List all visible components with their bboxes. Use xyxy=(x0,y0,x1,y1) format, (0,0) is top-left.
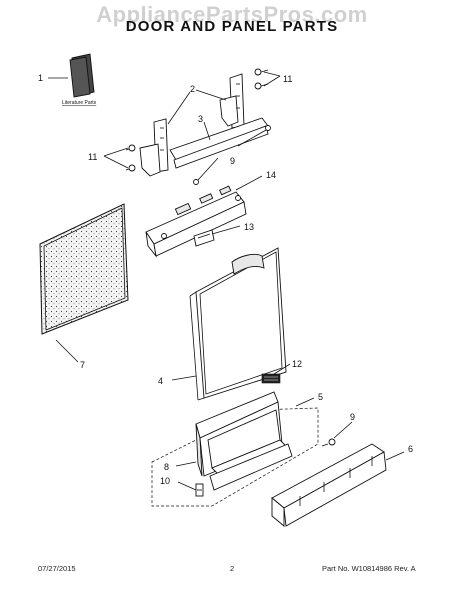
toe-panel-insulation xyxy=(195,391,293,491)
screw-group-top-right xyxy=(254,68,269,90)
leader-lines xyxy=(48,71,405,491)
callout-11-right: 11 xyxy=(283,74,292,84)
toe-panel-clip xyxy=(195,483,204,497)
footer-page-number: 2 xyxy=(230,564,235,573)
screw-group-left xyxy=(125,144,136,172)
footer-part-number: Part No. W10814986 Rev. A xyxy=(322,564,416,573)
control-console xyxy=(145,185,247,258)
callout-12: 12 xyxy=(292,359,302,369)
literature-parts-label: Literature Parts xyxy=(62,100,97,106)
kick-plate xyxy=(271,443,387,527)
callout-labels: 1 2 3 4 5 6 7 8 9 9 10 11 11 12 13 14 xyxy=(38,73,413,486)
page-title: DOOR AND PANEL PARTS xyxy=(125,18,339,35)
callout-2: 2 xyxy=(190,84,195,94)
callout-4: 4 xyxy=(158,376,163,386)
door-latch xyxy=(193,229,215,247)
callout-13: 13 xyxy=(244,222,254,232)
callout-14: 14 xyxy=(266,170,276,180)
callout-8: 8 xyxy=(164,462,169,472)
callout-7: 7 xyxy=(80,360,85,370)
callout-6: 6 xyxy=(408,444,413,454)
outer-door-panel xyxy=(189,247,287,401)
callout-11-left: 11 xyxy=(88,152,97,162)
callout-9-rail: 9 xyxy=(230,156,235,166)
inner-door-panel xyxy=(39,203,129,335)
screw-group-rail xyxy=(193,125,271,185)
footer-date: 07/27/2015 xyxy=(38,564,76,573)
door-rail xyxy=(169,117,269,169)
hinge-bracket-right xyxy=(219,73,245,129)
callout-1: 1 xyxy=(38,73,43,83)
hinge-bracket-left xyxy=(139,118,169,177)
callout-3: 3 xyxy=(198,114,203,124)
kick-plate-screw xyxy=(321,438,336,447)
callout-5: 5 xyxy=(318,392,323,402)
callout-9-kickplate: 9 xyxy=(350,412,355,422)
callout-10: 10 xyxy=(160,476,170,486)
literature-parts-booklet: Literature Parts xyxy=(62,53,97,106)
brand-badge xyxy=(261,373,281,384)
